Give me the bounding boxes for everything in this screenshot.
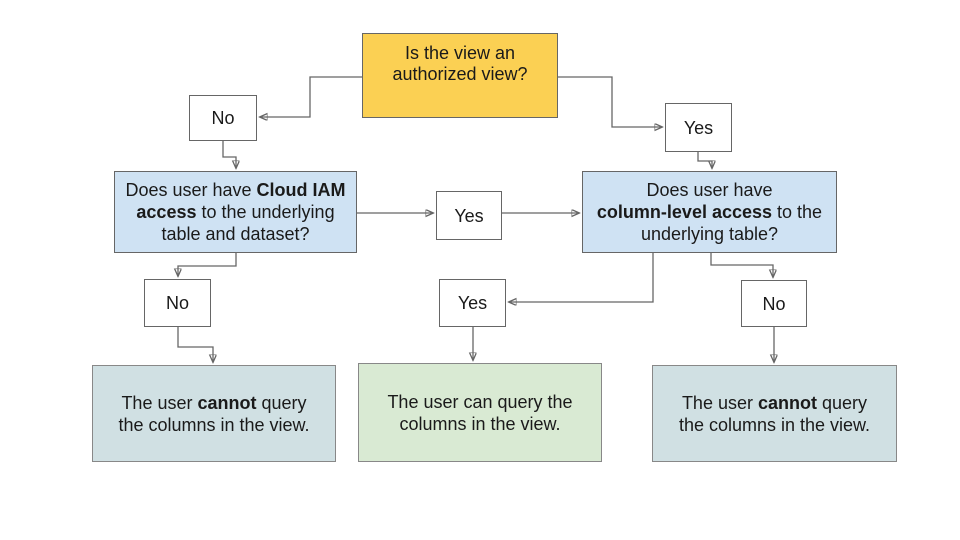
decision-yes-right-box: Yes [665, 103, 732, 152]
connector-yes-right-to-question-column [697, 152, 712, 168]
connector-question-column-to-yes-bottom-middle [509, 253, 654, 302]
connector-question-column-to-no-bottom-right [710, 253, 773, 277]
connector-root-to-no-left [260, 76, 362, 117]
connector-no-left-to-question-iam [222, 141, 236, 168]
decision-no-bottom-right-box: No [741, 280, 807, 327]
decision-no-left-box: No [189, 95, 257, 141]
decision-no-bottom-left-box: No [144, 279, 211, 327]
connector-root-to-yes-right [558, 76, 662, 127]
connector-question-iam-to-no-bottom-left [178, 253, 237, 276]
decision-yes-bottom-middle-box: Yes [439, 279, 506, 327]
connector-no-bottom-left-to-result-deny-left [177, 327, 213, 362]
decision-yes-middle-box: Yes [436, 191, 502, 240]
